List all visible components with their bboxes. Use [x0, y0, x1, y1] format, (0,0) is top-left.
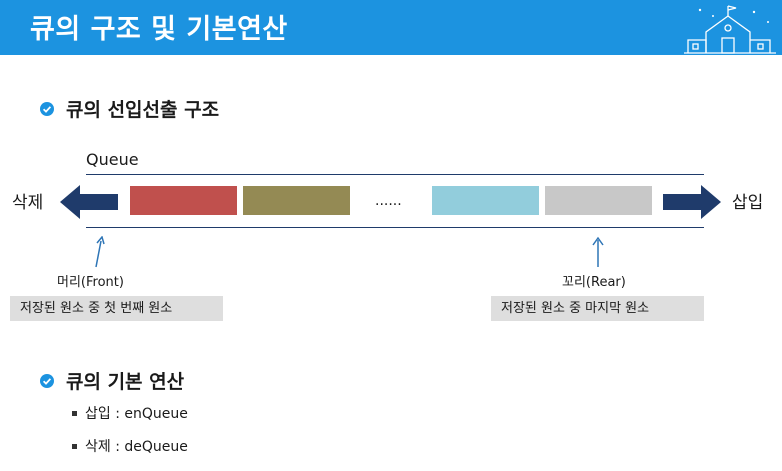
rear-label: 꼬리(Rear): [562, 275, 626, 290]
square-bullet-icon: [72, 443, 77, 449]
queue-bottom-line: [86, 227, 704, 228]
section-heading-fifo: 큐의 선입선출 구조: [40, 95, 219, 122]
queue-element-1: [130, 186, 237, 215]
queue-element-3: [432, 186, 539, 215]
list-item-text: 삭제 : deQueue: [85, 439, 188, 455]
dequeue-arrow-icon: [60, 185, 118, 219]
list-item: 삽입 : enQueue: [72, 403, 188, 423]
queue-element-2: [243, 186, 350, 215]
front-label: 머리(Front): [57, 275, 124, 290]
section-heading-operations: 큐의 기본 연산: [40, 367, 184, 394]
section-title: 큐의 기본 연산: [66, 371, 185, 393]
front-note: 저장된 원소 중 첫 번째 원소: [10, 296, 223, 321]
insert-label: 삽입: [732, 193, 764, 213]
ellipsis: ......: [375, 193, 402, 209]
list-item: 삭제 : deQueue: [72, 436, 188, 456]
check-circle-icon: [40, 101, 54, 116]
queue-element-4: [545, 186, 652, 215]
delete-label: 삭제: [12, 193, 44, 213]
square-bullet-icon: [72, 410, 77, 416]
title-banner: 큐의 구조 및 기본연산: [0, 0, 782, 55]
page-title: 큐의 구조 및 기본연산: [30, 14, 288, 45]
enqueue-arrow-icon: [663, 185, 721, 219]
queue-label: Queue: [86, 150, 139, 169]
queue-top-line: [86, 174, 704, 175]
front-pointer-icon: [95, 236, 105, 268]
list-item-text: 삽입 : enQueue: [85, 406, 188, 422]
rear-note: 저장된 원소 중 마지막 원소: [491, 296, 704, 321]
school-building-icon: [684, 5, 776, 54]
section-title: 큐의 선입선출 구조: [66, 99, 220, 121]
check-circle-icon: [40, 373, 54, 388]
rear-pointer-icon: [592, 236, 604, 267]
